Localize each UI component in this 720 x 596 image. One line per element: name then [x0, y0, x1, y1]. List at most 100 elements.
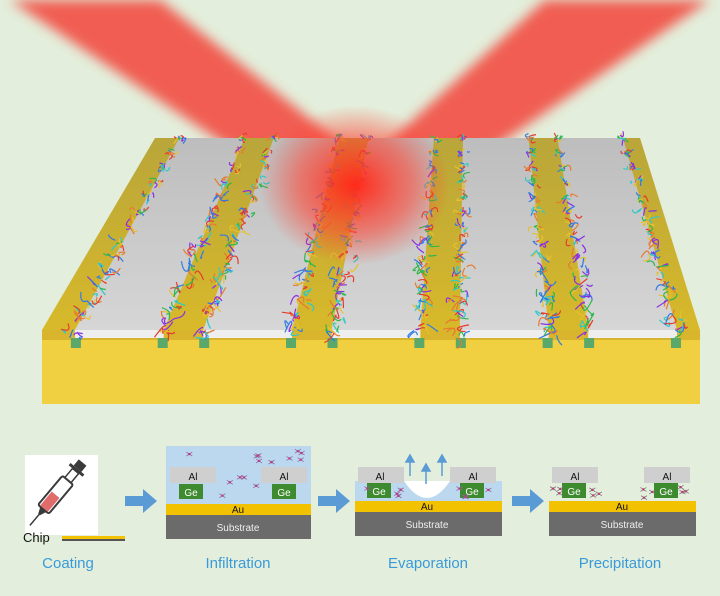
molecule-cluster: [556, 193, 579, 207]
molecule-cluster: [86, 275, 107, 296]
molecule-cluster: [209, 272, 225, 295]
molecule: [648, 489, 656, 495]
precipitation-panel: Al Al Ge Ge Au Substrate: [549, 467, 696, 536]
molecule-cluster: [451, 264, 476, 279]
molecule-cluster: [530, 204, 546, 222]
molecule: [462, 494, 469, 500]
molecule-cluster: [525, 147, 537, 158]
aluminum-strip-edge: [588, 330, 677, 338]
molecule: [456, 486, 463, 491]
molecule-cluster: [229, 218, 251, 236]
molecule-cluster: [557, 164, 572, 173]
molecule: [393, 491, 401, 497]
aluminum-strip: [459, 138, 549, 330]
molecule-cluster: [561, 205, 583, 219]
molecule: [219, 493, 226, 499]
molecule-cluster: [412, 301, 429, 321]
process-arrow-icon: [318, 489, 350, 513]
molecule-cluster: [620, 148, 634, 158]
molecule: [485, 487, 492, 493]
layer-label-al: Al: [571, 472, 580, 483]
layer-label-ge: Ge: [465, 487, 479, 498]
layer-label-au: Au: [616, 502, 628, 513]
molecule-cluster: [527, 224, 545, 233]
molecule-cluster: [223, 244, 239, 268]
molecule: [397, 487, 404, 493]
molecule-cluster: [453, 207, 472, 218]
molecule-cluster: [571, 244, 587, 264]
molecule-cluster: [190, 232, 212, 248]
coating-panel: Chip: [23, 455, 125, 545]
molecule-cluster: [640, 215, 660, 236]
molecule: [294, 448, 302, 454]
germanium-edge: [286, 338, 297, 348]
molecule-cluster: [281, 308, 301, 322]
molecule-cluster: [228, 162, 241, 175]
molecule-cluster: [327, 263, 359, 283]
molecule-cluster: [183, 242, 205, 263]
molecule-cluster: [73, 305, 91, 322]
molecule: [252, 483, 260, 489]
molecule-cluster: [523, 160, 538, 172]
molecule: [297, 457, 304, 463]
molecule-cluster: [80, 291, 103, 309]
molecule-cluster: [640, 249, 661, 262]
molecule-cluster: [157, 162, 171, 173]
molecule: [186, 451, 193, 457]
molecule-cluster: [450, 274, 469, 298]
molecule-cluster: [443, 324, 470, 350]
molecule-cluster: [323, 322, 341, 344]
molecule: [640, 495, 648, 501]
molecule: [268, 459, 275, 465]
molecule-cluster: [160, 306, 186, 325]
layer-label-ge: Ge: [277, 488, 291, 499]
layer-label-al: Al: [469, 472, 478, 483]
molecule: [286, 456, 293, 461]
molecule-cluster: [553, 132, 563, 143]
molecule-cluster: [266, 132, 280, 143]
layer-label-substrate: Substrate: [217, 523, 260, 534]
evaporation-meniscus: [404, 481, 450, 498]
molecule: [549, 486, 557, 491]
germanium-edge: [670, 338, 681, 348]
step-label-infiltration: Infiltration: [205, 555, 271, 572]
molecule-cluster: [659, 309, 688, 327]
molecule-cluster: [453, 251, 468, 264]
molecule-cluster: [430, 135, 443, 144]
germanium-edge: [157, 338, 168, 348]
step-label-evaporation: Evaporation: [387, 555, 469, 572]
molecule-cluster: [564, 217, 579, 236]
molecule-cluster: [416, 245, 437, 271]
molecule-cluster: [416, 286, 434, 310]
germanium-edge: [584, 338, 595, 348]
layer-label-ge: Ge: [567, 487, 581, 498]
molecule-cluster: [524, 133, 537, 144]
molecule-cluster: [107, 234, 125, 251]
layer-label-ge: Ge: [659, 487, 673, 498]
molecule-cluster: [412, 258, 431, 284]
chip-front-face: [42, 330, 700, 404]
molecule-cluster: [129, 206, 150, 217]
molecule-cluster: [207, 286, 227, 313]
molecule: [236, 475, 244, 480]
molecule-cluster: [630, 175, 644, 187]
molecule-cluster: [193, 326, 215, 340]
dissolved-molecules: [186, 448, 305, 499]
molecule-cluster: [202, 215, 218, 234]
molecule: [589, 487, 596, 493]
molecule-cluster: [565, 232, 586, 247]
molecule-cluster: [141, 190, 155, 205]
molecule-cluster: [647, 232, 660, 250]
molecule-cluster: [454, 162, 469, 174]
layer-label-au: Au: [232, 505, 244, 516]
chip-substrate-line: [62, 536, 125, 539]
molecule-cluster: [539, 289, 555, 311]
molecule-cluster: [168, 289, 186, 310]
molecule: [557, 486, 564, 492]
layer-label-al: Al: [376, 472, 385, 483]
molecule-cluster: [635, 192, 649, 205]
molecule-cluster: [554, 148, 566, 158]
germanium-edge: [199, 338, 210, 348]
molecule-cluster: [173, 134, 187, 145]
molecule-cluster: [238, 207, 256, 221]
